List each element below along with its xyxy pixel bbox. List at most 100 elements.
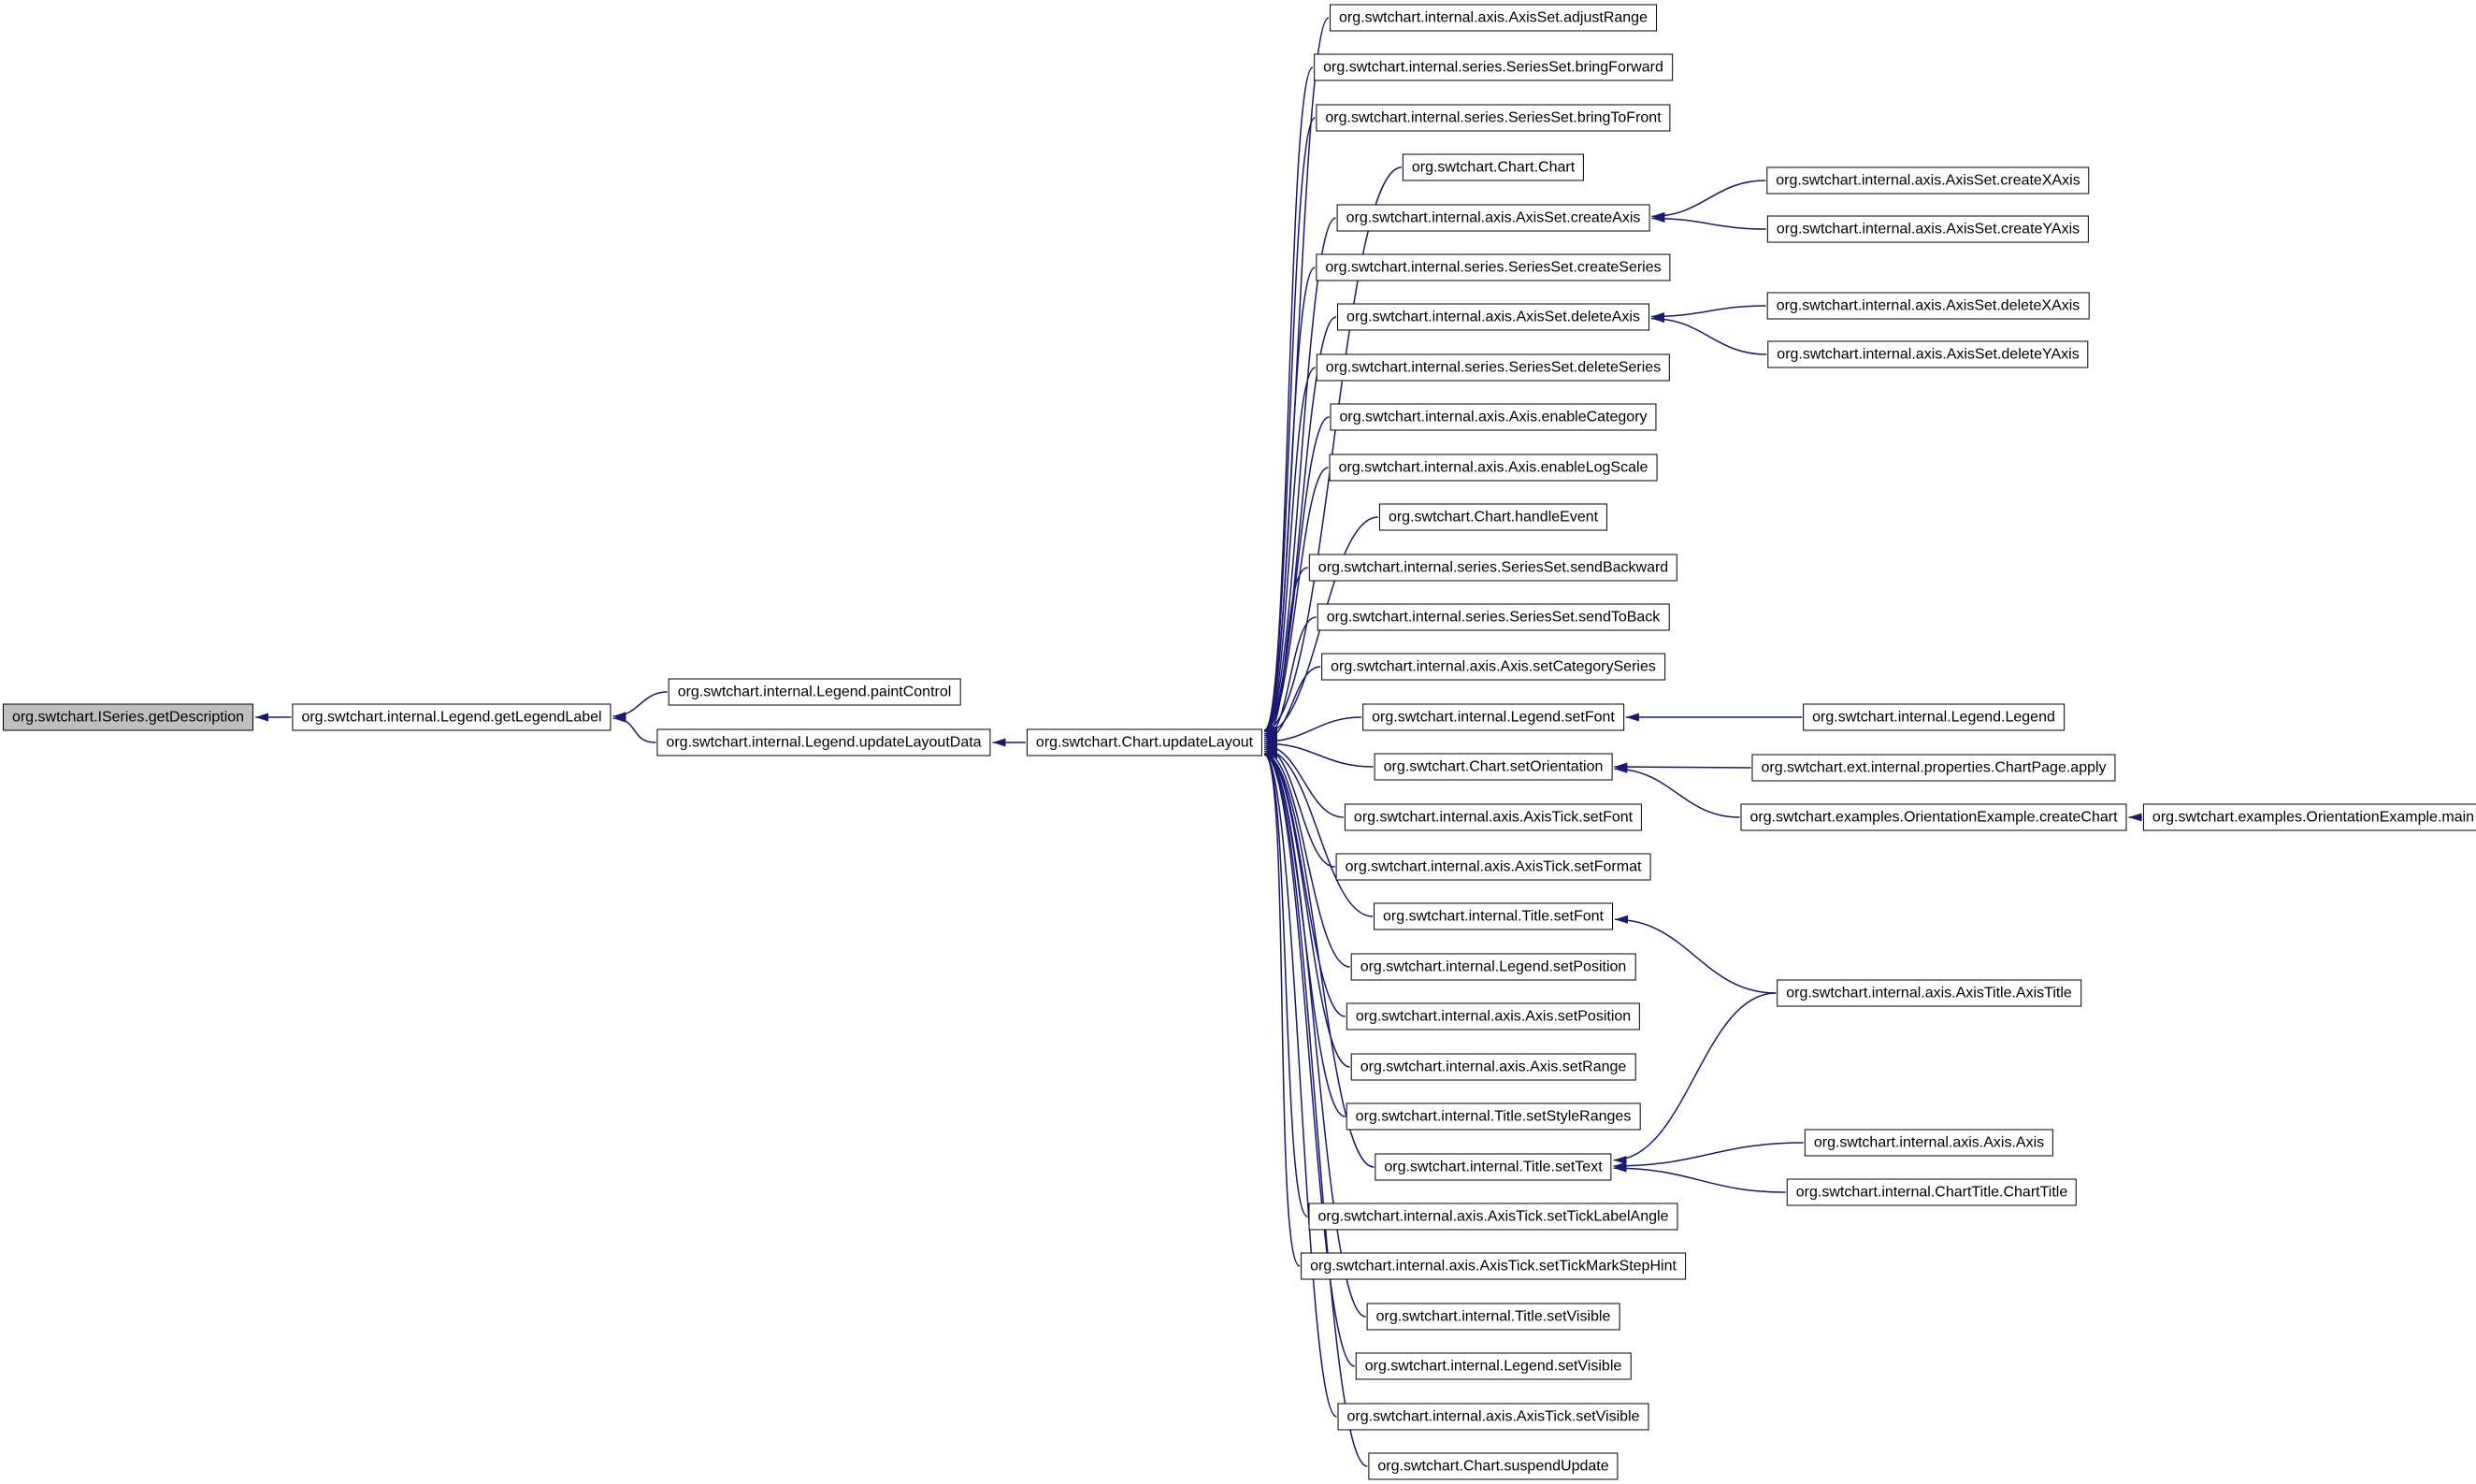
graph-node-label: org.swtchart.internal.ChartTitle.ChartTi… xyxy=(1795,1184,2068,1201)
graph-node-setTickLabelAngle[interactable]: org.swtchart.internal.axis.AxisTick.setT… xyxy=(1308,1203,1678,1231)
graph-node-label: org.swtchart.internal.axis.Axis.setRange xyxy=(1360,1059,1627,1075)
edge-createSeries-updateLayout xyxy=(1263,267,1316,735)
graph-node-titleSetVisible[interactable]: org.swtchart.internal.Title.setVisible xyxy=(1366,1303,1620,1331)
edge-setTickLabelAngle-updateLayout xyxy=(1263,750,1308,1217)
graph-node-deleteYAxis[interactable]: org.swtchart.internal.axis.AxisSet.delet… xyxy=(1767,340,2089,368)
graph-node-getDescription[interactable]: org.swtchart.ISeries.getDescription xyxy=(2,703,254,731)
graph-node-orientationMain[interactable]: org.swtchart.examples.OrientationExample… xyxy=(2142,803,2476,831)
graph-node-titleSetFont[interactable]: org.swtchart.internal.Title.setFont xyxy=(1374,902,1613,930)
graph-node-chartPageApply[interactable]: org.swtchart.ext.internal.properties.Cha… xyxy=(1751,754,2116,782)
graph-node-deleteXAxis[interactable]: org.swtchart.internal.axis.AxisSet.delet… xyxy=(1766,292,2090,320)
graph-node-label: org.swtchart.internal.axis.AxisTitle.Axi… xyxy=(1786,985,2072,1001)
edge-chartChart-updateLayout xyxy=(1264,166,1402,735)
graph-node-legendSetFont[interactable]: org.swtchart.internal.Legend.setFont xyxy=(1362,703,1624,731)
graph-node-setOrientation[interactable]: org.swtchart.Chart.setOrientation xyxy=(1374,753,1613,781)
edge-titleSetStyleRanges-updateLayout xyxy=(1263,750,1346,1117)
graph-node-label: org.swtchart.internal.axis.AxisSet.creat… xyxy=(1776,221,2080,238)
edge-axisTickSetFormat-updateLayout xyxy=(1264,742,1335,868)
graph-node-legendSetPosition[interactable]: org.swtchart.internal.Legend.setPosition xyxy=(1350,953,1636,981)
graph-node-handleEvent[interactable]: org.swtchart.Chart.handleEvent xyxy=(1378,503,1608,531)
graph-node-label: org.swtchart.internal.Title.setVisible xyxy=(1375,1308,1611,1325)
graph-node-legendLegend[interactable]: org.swtchart.internal.Legend.Legend xyxy=(1803,703,2065,731)
edge-deleteSeries-updateLayout xyxy=(1263,367,1317,735)
edge-axisTickSetFont-updateLayout xyxy=(1264,741,1344,818)
edge-axisTickSetVisible-updateLayout xyxy=(1263,750,1337,1418)
graph-node-label: org.swtchart.internal.Title.setStyleRang… xyxy=(1355,1108,1632,1125)
graph-node-label: org.swtchart.internal.axis.Axis.enableLo… xyxy=(1338,459,1648,476)
graph-node-paintControl[interactable]: org.swtchart.internal.Legend.paintContro… xyxy=(668,678,961,706)
graph-node-label: org.swtchart.internal.axis.AxisTick.setV… xyxy=(1346,1408,1640,1425)
graph-node-chartChart[interactable]: org.swtchart.Chart.Chart xyxy=(1402,153,1585,181)
graph-node-label: org.swtchart.ISeries.getDescription xyxy=(11,709,245,726)
graph-node-axisSetPosition[interactable]: org.swtchart.internal.axis.Axis.setPosit… xyxy=(1346,1002,1641,1030)
graph-node-enableCategory[interactable]: org.swtchart.internal.axis.Axis.enableCa… xyxy=(1330,403,1657,431)
graph-node-axisCtor[interactable]: org.swtchart.internal.axis.Axis.Axis xyxy=(1804,1129,2054,1157)
graph-node-suspendUpdate[interactable]: org.swtchart.Chart.suspendUpdate xyxy=(1368,1452,1619,1480)
graph-node-label: org.swtchart.internal.axis.AxisTick.setT… xyxy=(1310,1258,1677,1275)
graph-node-updateLayout[interactable]: org.swtchart.Chart.updateLayout xyxy=(1026,728,1263,756)
graph-node-label: org.swtchart.internal.axis.AxisSet.creat… xyxy=(1346,209,1641,226)
graph-node-chartTitleCtor[interactable]: org.swtchart.internal.ChartTitle.ChartTi… xyxy=(1786,1178,2078,1206)
graph-node-titleSetStyleRanges[interactable]: org.swtchart.internal.Title.setStyleRang… xyxy=(1346,1102,1641,1131)
graph-node-orientationCreateChart[interactable]: org.swtchart.examples.OrientationExample… xyxy=(1740,803,2127,831)
graph-node-titleSetText[interactable]: org.swtchart.internal.Title.setText xyxy=(1375,1153,1612,1181)
graph-node-label: org.swtchart.internal.Title.setText xyxy=(1384,1159,1603,1175)
graph-node-bringToFront[interactable]: org.swtchart.internal.series.SeriesSet.b… xyxy=(1316,104,1671,132)
graph-node-label: org.swtchart.internal.axis.Axis.setPosit… xyxy=(1355,1008,1632,1025)
graph-node-setCategorySeries[interactable]: org.swtchart.internal.axis.Axis.setCateg… xyxy=(1321,653,1665,681)
graph-node-label: org.swtchart.Chart.setOrientation xyxy=(1383,758,1604,775)
graph-node-enableLogScale[interactable]: org.swtchart.internal.axis.Axis.enableLo… xyxy=(1329,454,1658,482)
graph-node-axisTitleCtor[interactable]: org.swtchart.internal.axis.AxisTitle.Axi… xyxy=(1777,979,2081,1007)
edge-setTickMarkStepHint-updateLayout xyxy=(1263,750,1301,1267)
edge-axisSetPosition-updateLayout xyxy=(1263,749,1346,1017)
graph-node-label: org.swtchart.internal.Legend.paintContro… xyxy=(677,684,952,700)
graph-node-label: org.swtchart.internal.axis.Axis.setCateg… xyxy=(1331,658,1656,675)
edge-axisTitleCtor-titleSetFont xyxy=(1614,915,1777,994)
graph-node-label: org.swtchart.internal.series.SeriesSet.b… xyxy=(1323,59,1663,76)
edge-createXAxis-createAxis xyxy=(1651,180,1766,221)
graph-node-axisTickSetVisible[interactable]: org.swtchart.internal.axis.AxisTick.setV… xyxy=(1337,1403,1649,1431)
graph-node-legendSetVisible[interactable]: org.swtchart.internal.Legend.setVisible xyxy=(1355,1352,1632,1380)
edge-axisSetRange-updateLayout xyxy=(1263,750,1350,1068)
graph-node-sendToBack[interactable]: org.swtchart.internal.series.SeriesSet.s… xyxy=(1317,603,1670,631)
graph-node-label: org.swtchart.internal.axis.AxisSet.delet… xyxy=(1777,346,2080,363)
graph-node-adjustRange[interactable]: org.swtchart.internal.axis.AxisSet.adjus… xyxy=(1330,4,1657,32)
edge-axisCtor-titleSetText xyxy=(1613,1142,1804,1171)
graph-node-label: org.swtchart.Chart.suspendUpdate xyxy=(1377,1458,1609,1475)
graph-node-axisTickSetFormat[interactable]: org.swtchart.internal.axis.AxisTick.setF… xyxy=(1335,853,1651,881)
graph-node-axisSetRange[interactable]: org.swtchart.internal.axis.Axis.setRange xyxy=(1350,1053,1636,1081)
graph-node-getLegendLabel[interactable]: org.swtchart.internal.Legend.getLegendLa… xyxy=(292,703,612,731)
graph-node-label: org.swtchart.internal.series.SeriesSet.s… xyxy=(1326,609,1661,626)
edge-enableLogScale-updateLayout xyxy=(1263,467,1329,736)
edge-bringForward-updateLayout xyxy=(1263,66,1314,735)
edge-setOrientation-updateLayout xyxy=(1264,739,1374,768)
graph-node-label: org.swtchart.internal.axis.AxisTick.setF… xyxy=(1345,858,1642,875)
graph-node-label: org.swtchart.internal.series.SeriesSet.c… xyxy=(1325,259,1662,276)
graph-node-deleteAxis[interactable]: org.swtchart.internal.axis.AxisSet.delet… xyxy=(1337,303,1649,331)
graph-node-label: org.swtchart.internal.series.SeriesSet.d… xyxy=(1325,359,1662,376)
edge-titleSetFont-updateLayout xyxy=(1264,744,1374,917)
graph-node-label: org.swtchart.internal.axis.Axis.Axis xyxy=(1813,1134,2045,1151)
edge-updateLayoutData-getLegendLabel xyxy=(612,713,656,743)
graph-node-updateLayoutData[interactable]: org.swtchart.internal.Legend.updateLayou… xyxy=(656,728,991,756)
graph-node-createXAxis[interactable]: org.swtchart.internal.axis.AxisSet.creat… xyxy=(1766,166,2090,195)
graph-node-createAxis[interactable]: org.swtchart.internal.axis.AxisSet.creat… xyxy=(1336,204,1650,232)
graph-node-sendBackward[interactable]: org.swtchart.internal.series.SeriesSet.s… xyxy=(1308,554,1678,582)
graph-node-label: org.swtchart.internal.Legend.setFont xyxy=(1372,709,1615,726)
graph-node-label: org.swtchart.internal.Legend.Legend xyxy=(1812,709,2055,726)
edge-createYAxis-createAxis xyxy=(1651,214,1766,230)
graph-node-createSeries[interactable]: org.swtchart.internal.series.SeriesSet.c… xyxy=(1316,253,1671,281)
graph-node-axisTickSetFont[interactable]: org.swtchart.internal.axis.AxisTick.setF… xyxy=(1344,803,1643,831)
edge-deleteXAxis-deleteAxis xyxy=(1650,305,1766,321)
graph-node-setTickMarkStepHint[interactable]: org.swtchart.internal.axis.AxisTick.setT… xyxy=(1301,1252,1686,1280)
graph-node-label: org.swtchart.internal.axis.AxisSet.delet… xyxy=(1346,309,1640,325)
graph-node-bringForward[interactable]: org.swtchart.internal.series.SeriesSet.b… xyxy=(1314,53,1673,81)
edge-setCategorySeries-updateLayout xyxy=(1264,666,1321,744)
graph-node-createYAxis[interactable]: org.swtchart.internal.axis.AxisSet.creat… xyxy=(1766,215,2090,243)
graph-node-label: org.swtchart.examples.OrientationExample… xyxy=(2152,809,2475,826)
graph-node-deleteSeries[interactable]: org.swtchart.internal.series.SeriesSet.d… xyxy=(1316,353,1671,382)
graph-node-label: org.swtchart.Chart.Chart xyxy=(1411,159,1576,176)
graph-node-label: org.swtchart.Chart.handleEvent xyxy=(1388,509,1599,526)
graph-node-label: org.swtchart.internal.Legend.setVisible xyxy=(1364,1358,1622,1375)
